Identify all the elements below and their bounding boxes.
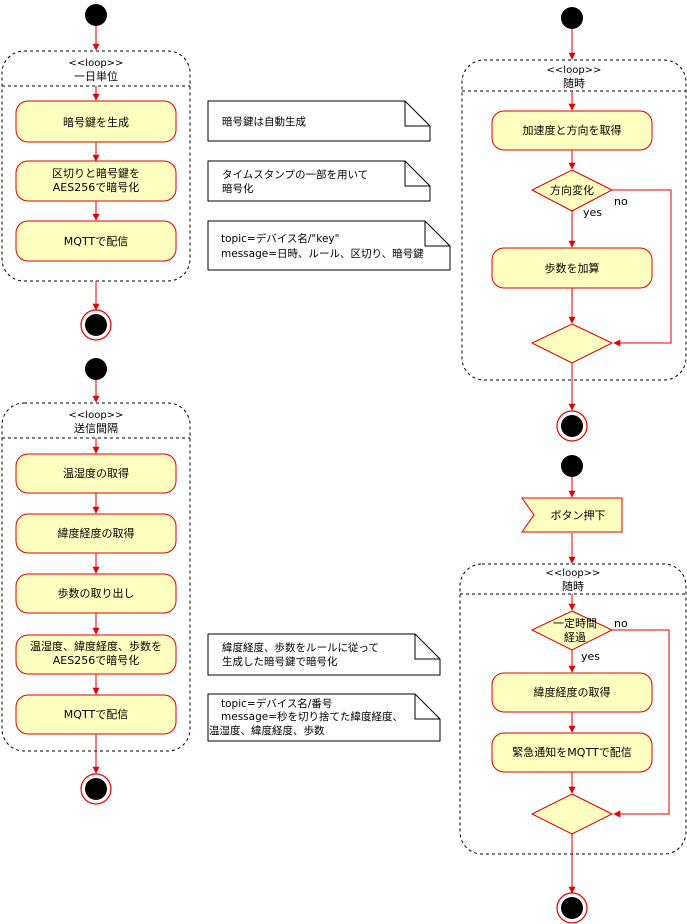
guard-no: no (614, 195, 628, 208)
final-node (556, 892, 588, 924)
action-get-latlon: 緯度経度の取得 (491, 672, 653, 713)
note-key-topic: topic=デバイス名/"key" message=日時、ルール、区切り、暗号鍵 (207, 220, 451, 271)
note-data-topic: topic=デバイス名/番号 message=秒を切り捨てた緯度経度、 温湿度、… (207, 693, 441, 742)
action-get-steps: 歩数の取り出し (15, 573, 177, 614)
note-timestamp-encrypt: タイムスタンプの一部を用いて 暗号化 (207, 160, 431, 202)
decision-label: 一定時間 (553, 616, 597, 630)
action-label: 歩数を加算 (545, 261, 600, 275)
note-text: 温湿度、緯度経度、歩数 (209, 724, 325, 737)
action-label: 暗号鍵を生成 (63, 115, 129, 129)
merge-node (530, 323, 614, 364)
action-mqtt-publish: MQTTで配信 (15, 694, 177, 735)
note-text: 暗号化 (222, 182, 254, 195)
action-get-accel: 加速度と方向を取得 (491, 110, 653, 151)
loop-title: 随時 (563, 76, 585, 90)
decision-label: 経過 (564, 631, 586, 644)
final-node (80, 773, 112, 805)
note-encrypt-rule: 緯度経度、歩数をルールに従って 生成した暗号鍵で暗号化 (207, 633, 441, 676)
guard-yes: yes (583, 206, 602, 219)
action-get-temp-humidity: 温湿度の取得 (15, 453, 177, 494)
decision-direction-change: 方向変化 (530, 169, 614, 212)
action-encrypt-key: 区切りと暗号鍵を AES256で暗号化 (15, 160, 177, 202)
loop-stereotype: <<loop>> (69, 410, 124, 421)
edge-no (612, 189, 672, 347)
decision-time-elapsed: 一定時間 経過 (530, 610, 614, 651)
action-label: 緯度経度の取得 (534, 685, 611, 699)
initial-node (561, 7, 583, 29)
action-mqtt-publish: MQTTで配信 (15, 220, 177, 262)
initial-node (85, 358, 107, 380)
note-text: topic=デバイス名/"key" (221, 232, 339, 245)
loop-title: 随時 (562, 579, 584, 593)
merge-node (530, 793, 614, 835)
initial-node (561, 455, 583, 477)
action-label: MQTTで配信 (64, 235, 128, 248)
action-label: 歩数の取り出し (58, 586, 135, 600)
loop-title: 一日単位 (74, 69, 118, 83)
loop-stereotype: <<loop>> (547, 65, 602, 76)
action-label: AES256で暗号化 (53, 653, 139, 667)
note-key-auto-generated: 暗号鍵は自動生成 (207, 100, 431, 142)
action-add-steps: 歩数を加算 (491, 247, 653, 289)
loop-frame-anytime-steps: <<loop>> 随時 (461, 59, 687, 381)
action-label: 温湿度、緯度経度、歩数を (30, 639, 162, 653)
note-text: message=日時、ルール、区切り、暗号鍵 (221, 247, 424, 260)
action-encrypt-data: 温湿度、緯度経度、歩数を AES256で暗号化 (15, 634, 177, 675)
action-label: 緯度経度の取得 (58, 526, 135, 540)
signal-label: ボタン押下 (551, 508, 606, 522)
action-label: 温湿度の取得 (63, 466, 129, 480)
action-label: MQTTで配信 (64, 708, 128, 721)
action-emergency-notify: 緊急通知をMQTTで配信 (491, 732, 653, 773)
final-node (556, 410, 588, 442)
edge-no (612, 629, 670, 818)
guard-yes: yes (581, 650, 600, 663)
loop-stereotype: <<loop>> (69, 58, 124, 69)
action-label: 加速度と方向を取得 (523, 123, 622, 137)
action-label: 緊急通知をMQTTで配信 (512, 745, 631, 759)
loop-frame-anytime-emergency: <<loop>> 随時 (459, 563, 687, 855)
note-text: タイムスタンプの一部を用いて (222, 168, 368, 181)
note-text: topic=デバイス名/番号 (221, 697, 332, 710)
final-node (80, 309, 112, 341)
note-text: 暗号鍵は自動生成 (222, 115, 306, 128)
edges (92, 26, 672, 894)
start-end-nodes (80, 4, 588, 924)
action-label: AES256で暗号化 (53, 180, 139, 194)
action-get-latlon: 緯度経度の取得 (15, 513, 177, 554)
note-text: message=秒を切り捨てた緯度経度、 (221, 710, 403, 723)
guard-no: no (614, 617, 628, 630)
initial-node (85, 4, 107, 26)
note-text: 緯度経度、歩数をルールに従って (222, 641, 379, 654)
action-generate-key: 暗号鍵を生成 (15, 100, 177, 143)
loop-title: 送信間隔 (74, 421, 118, 435)
signal-button-press: ボタン押下 (521, 497, 623, 533)
action-label: 区切りと暗号鍵を (52, 166, 140, 180)
decision-label: 方向変化 (550, 183, 594, 197)
note-text: 生成した暗号鍵で暗号化 (222, 655, 338, 668)
loop-stereotype: <<loop>> (546, 568, 601, 579)
